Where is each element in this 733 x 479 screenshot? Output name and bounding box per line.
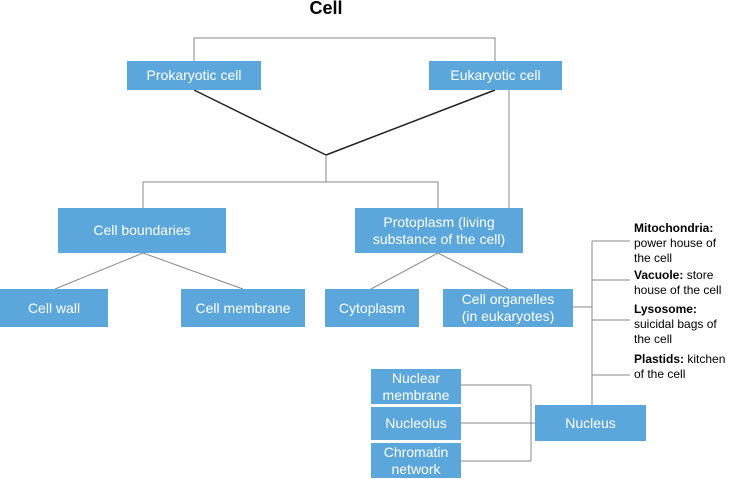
node-prokaryotic-cell: Prokaryotic cell [127,61,261,90]
note-mitochondria: Mitochondria: power house of the cell [634,221,717,265]
node-nucleolus: Nucleolus [371,407,461,440]
node-protoplasm: Protoplasm (living substance of the cell… [355,208,523,253]
line-junction-branches [142,181,439,208]
node-cell-boundaries: Cell boundaries [58,208,226,253]
note-vacuole: Vacuole: store house of the cell [634,268,722,297]
node-cell-organelles: Cell organelles (in eukaryotes) [443,289,573,327]
node-nucleus: Nucleus [535,405,646,441]
line-cell-to-types [193,37,496,61]
node-cell-membrane: Cell membrane [181,289,305,327]
line-prokaryotic-junction [193,89,327,156]
line-boundaries-wall [54,252,144,290]
node-chromatin-network: Chromatin network [371,443,461,478]
note-plastids: Plastids: kitchen of the cell [634,352,726,381]
line-protoplasm-cytoplasm [370,252,439,290]
node-eukaryotic-cell: Eukaryotic cell [429,61,562,90]
line-eukaryotic-junction [325,89,496,156]
note-lysosome: Lysosome: suicidal bags of the cell [634,302,717,346]
line-protoplasm-organelles [437,252,509,290]
line-boundaries-membrane [142,252,244,290]
node-nuclear-membrane: Nuclear membrane [371,369,461,404]
node-cell-wall: Cell wall [0,289,108,327]
diagram-title: Cell [309,0,343,18]
node-cytoplasm: Cytoplasm [325,289,419,327]
